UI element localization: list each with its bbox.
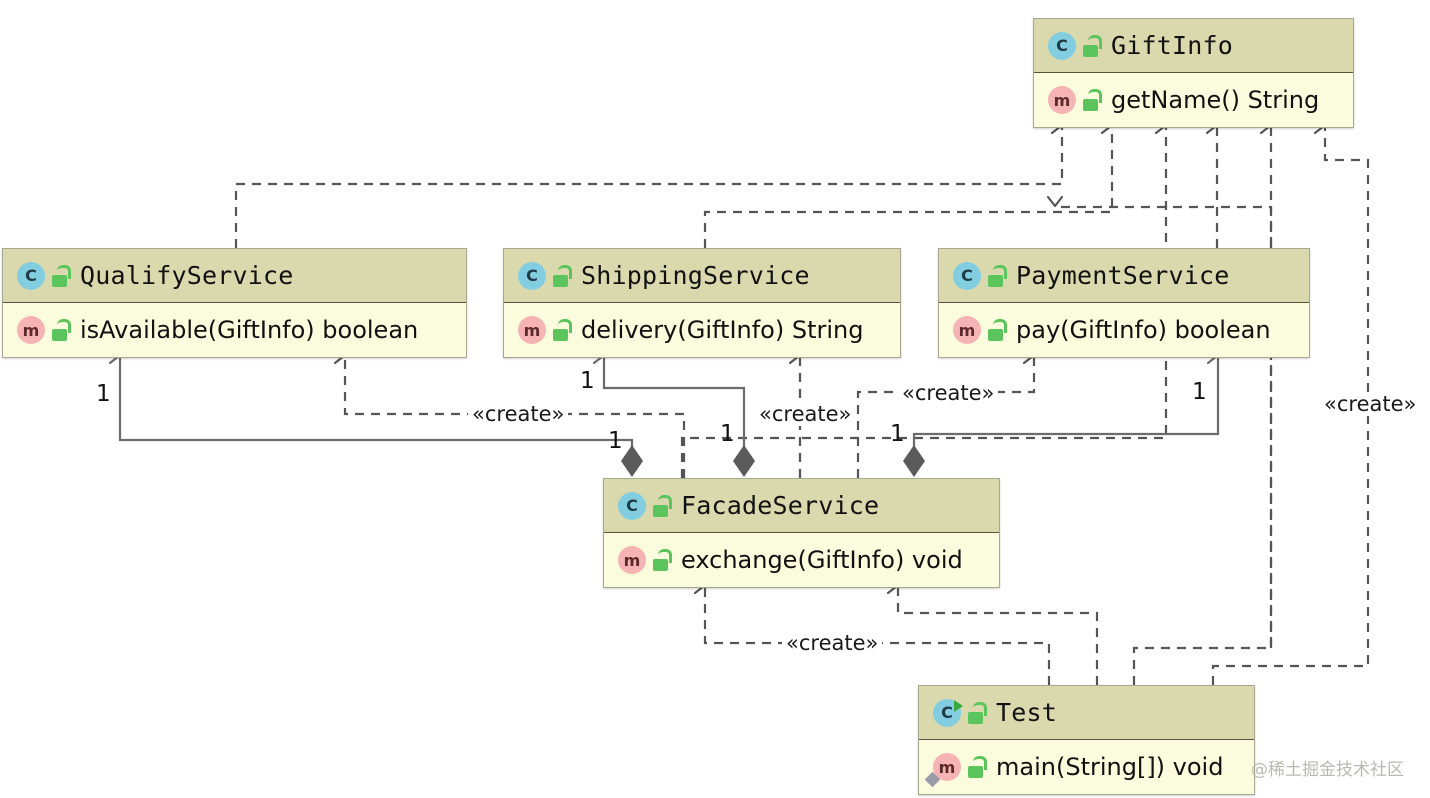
class-icon: C	[17, 261, 45, 290]
class-icon: C	[518, 261, 546, 290]
edge-label-create: «create»	[1320, 392, 1421, 416]
edge-label-create: «create»	[782, 631, 883, 655]
unlocked-public-icon	[551, 264, 572, 287]
class-member-row[interactable]: m pay(GiftInfo) boolean	[939, 303, 1309, 357]
class-header-facadeservice: C FacadeService	[604, 479, 999, 533]
class-icon: C	[618, 491, 646, 520]
method-icon: m	[17, 316, 45, 344]
class-runnable-icon: C	[933, 698, 963, 727]
diamond-qualify	[621, 445, 643, 477]
method-signature-label: getName() String	[1111, 86, 1320, 114]
class-name-label: ShippingService	[581, 261, 810, 290]
method-icon: m	[1048, 86, 1076, 114]
edge-label-create: «create»	[898, 381, 999, 405]
class-name-label: Test	[996, 698, 1058, 727]
class-name-label: PaymentService	[1016, 261, 1230, 290]
edge-facade-create-payment	[856, 356, 1036, 478]
class-name-label: GiftInfo	[1111, 31, 1234, 60]
class-header-giftinfo: C GiftInfo	[1034, 19, 1353, 73]
method-icon: m	[953, 316, 981, 344]
method-icon: m	[618, 546, 646, 574]
method-icon: m	[518, 316, 546, 344]
unlocked-public-icon	[966, 756, 987, 778]
unlocked-public-icon	[50, 319, 71, 341]
unlocked-public-icon	[986, 264, 1007, 287]
composition-diamonds	[621, 445, 925, 477]
watermark-text: @稀土掘金技术社区	[1251, 760, 1404, 780]
edge-qualify-to-giftinfo	[234, 126, 1064, 248]
composition-edges	[120, 356, 1220, 452]
edge-shipping-to-giftinfo	[703, 126, 1114, 248]
diamond-payment	[903, 445, 925, 477]
class-icon: C	[1048, 31, 1076, 60]
class-header-shippingservice: C ShippingService	[504, 249, 900, 303]
class-name-label: FacadeService	[681, 491, 880, 520]
class-header-qualifyservice: C QualifyService	[3, 249, 466, 303]
unlocked-public-icon	[966, 701, 987, 724]
method-static-icon: m	[924, 753, 961, 788]
unlocked-public-icon	[551, 319, 572, 341]
class-member-row[interactable]: m exchange(GiftInfo) void	[604, 533, 999, 587]
unlocked-public-icon	[651, 494, 672, 517]
unlocked-public-icon	[50, 264, 71, 287]
class-box-paymentservice[interactable]: C PaymentService m pay(GiftInfo) boolean	[938, 248, 1310, 358]
class-header-paymentservice: C PaymentService	[939, 249, 1309, 303]
multiplicity-label: 1	[580, 368, 595, 394]
unlocked-public-icon	[986, 319, 1007, 341]
edge-label-create: «create»	[755, 402, 856, 426]
method-signature-label: main(String[]) void	[996, 753, 1224, 781]
class-member-row[interactable]: m main(String[]) void	[919, 740, 1254, 794]
run-triangle-icon	[954, 699, 963, 712]
class-box-shippingservice[interactable]: C ShippingService m delivery(GiftInfo) S…	[503, 248, 901, 358]
class-box-facadeservice[interactable]: C FacadeService m exchange(GiftInfo) voi…	[603, 478, 1000, 588]
unlocked-public-icon	[1081, 34, 1102, 57]
diamond-shipping	[733, 445, 755, 477]
class-icon: C	[953, 261, 981, 290]
class-box-test[interactable]: C Test m main(String[]) void	[918, 685, 1255, 795]
class-member-row[interactable]: m delivery(GiftInfo) String	[504, 303, 900, 357]
multiplicity-label: 1	[1192, 379, 1207, 405]
multiplicity-label: 1	[720, 421, 735, 447]
method-signature-label: pay(GiftInfo) boolean	[1016, 316, 1271, 344]
class-member-row[interactable]: m isAvailable(GiftInfo) boolean	[3, 303, 466, 357]
method-signature-label: delivery(GiftInfo) String	[581, 316, 864, 344]
unlocked-public-icon	[1081, 89, 1102, 111]
multiplicity-label: 1	[890, 421, 905, 447]
unlocked-public-icon	[651, 549, 672, 571]
class-box-qualifyservice[interactable]: C QualifyService m isAvailable(GiftInfo)…	[2, 248, 467, 358]
multiplicity-label: 1	[96, 381, 111, 407]
method-signature-label: exchange(GiftInfo) void	[681, 546, 963, 574]
method-signature-label: isAvailable(GiftInfo) boolean	[80, 316, 419, 344]
class-name-label: QualifyService	[80, 261, 294, 290]
class-header-test: C Test	[919, 686, 1254, 740]
edge-label-create: «create»	[468, 402, 569, 426]
edge-test-to-facade	[898, 586, 1099, 685]
class-member-row[interactable]: m getName() String	[1034, 73, 1353, 127]
multiplicity-label: 1	[608, 428, 623, 454]
class-box-giftinfo[interactable]: C GiftInfo m getName() String	[1033, 18, 1354, 128]
